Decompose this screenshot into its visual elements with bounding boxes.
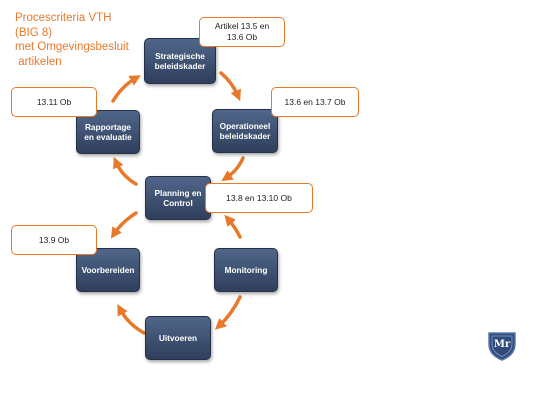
callout-planning: 13.8 en 13.10 Ob — [205, 183, 313, 213]
callout-rapportage: 13.11 Ob — [11, 87, 97, 117]
node-uitvoeren: Uitvoeren — [145, 316, 211, 360]
node-operationeel-beleidskader: Operationeel beleidskader — [212, 109, 278, 153]
node-monitoring: Monitoring — [214, 248, 278, 292]
title-line-3: met Omgevingsbesluit — [15, 41, 129, 53]
node-rapportage-en-evaluatie: Rapportage en evaluatie — [76, 110, 140, 154]
arrow-monitoring-uitvoeren — [214, 295, 242, 330]
mr-shield-logo: Mr — [486, 330, 518, 362]
diagram-title: Procescriteria VTH (BIG 8) met Omgevings… — [15, 11, 195, 69]
title-line-1: Procescriteria VTH — [15, 12, 112, 24]
arrow-uitvoeren-voorbereiden — [117, 304, 146, 335]
title-line-2: (BIG 8) — [15, 26, 53, 39]
title-line-4: artikelen — [15, 55, 62, 68]
callout-voorbereiden: 13.9 Ob — [11, 225, 97, 255]
node-voorbereiden: Voorbereiden — [76, 248, 140, 292]
arrow-planning-rapportage — [113, 156, 138, 186]
arrow-strategisch-operationeel — [219, 71, 241, 102]
callout-strategisch: Artikel 13.5 en 13.6 Ob — [199, 17, 285, 47]
arrow-operationeel-planning — [221, 156, 245, 182]
logo-text: Mr — [493, 339, 511, 350]
arrow-planning-voorbereiden — [110, 211, 138, 239]
arrow-planning-monitoring — [224, 214, 242, 239]
arrow-rapportage-strategisch — [111, 75, 141, 103]
callout-operationeel: 13.6 en 13.7 Ob — [271, 87, 359, 117]
node-planning-en-control: Planning en Control — [145, 176, 211, 220]
